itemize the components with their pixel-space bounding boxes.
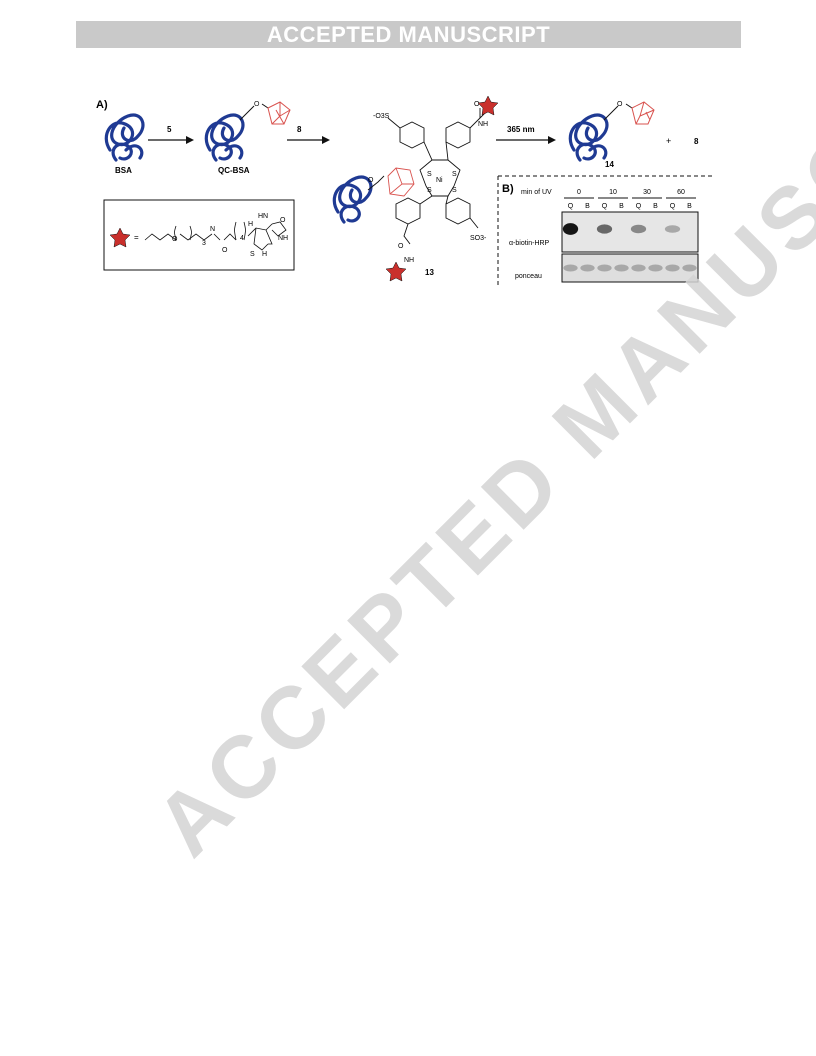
ponceau-band [682,264,697,272]
lane-label: B [687,203,692,210]
legend-o2: O [280,217,286,224]
lane-label: Q [670,203,676,210]
bsa-protein-icon [104,113,145,162]
so3-top-label: -O3S [373,113,390,120]
s-label-1: S [427,171,432,178]
plus-sign: + [666,136,671,146]
o-bottom-label: O [398,243,404,250]
legend-sub4: 4 [240,235,244,242]
arrowhead-2 [322,136,330,144]
ponceau-band [665,264,680,272]
ponceau-label: ponceau [515,273,542,280]
norbornadiene-icon [603,101,655,125]
legend-equals: = [134,233,139,242]
nh-top-label: NH [478,121,488,128]
min-of-uv-label: min of UV [521,189,552,196]
ni-label: Ni [436,177,443,184]
ponceau-bands [563,264,697,272]
panel-a-label: A) [96,99,108,111]
product14-oxygen: O [617,101,623,108]
lane-label: Q [568,203,574,210]
compound-13-structure [387,108,489,245]
lane-label: B [653,203,658,210]
biotin-star-top-icon [477,95,499,116]
ponceau-band [580,264,595,272]
legend-h2: H [262,251,267,258]
ponceau-band [648,264,663,272]
legend-h1: H [248,221,253,228]
compound13-oxygen: O [368,177,374,184]
lane-label: Q [636,203,642,210]
blot-bands [562,223,681,235]
o-top-label: O [474,101,480,108]
s-label-3: S [427,187,432,194]
legend-sub3: 3 [202,240,206,247]
legend-hn: HN [258,213,268,220]
ponceau-band [614,264,629,272]
ponceau-band [563,264,578,272]
legend-s: S [250,251,255,258]
bsa-label: BSA [115,166,132,175]
timepoint-label: 0 [577,189,581,196]
legend-n: N [210,226,215,233]
alpha-biotin-hrp-label: α-biotin-HRP [509,240,550,247]
qcbsa-protein-icon [204,113,245,162]
product-8-label: 8 [694,137,699,146]
lane-label: B [619,203,624,210]
arrowhead-1 [186,136,194,144]
ponceau-band [597,264,612,272]
ponceau-band [631,264,646,272]
linker-bond [367,175,385,191]
biotin-star-bottom-icon [385,261,407,282]
lane-label: Q [602,203,608,210]
star-icon [109,227,131,248]
oxygen-label: O [254,101,260,108]
nh-bottom-label: NH [404,257,414,264]
s-label-4: S [452,187,457,194]
blot-band [596,224,613,234]
western-blot-panel [561,211,699,253]
blot-band [630,224,647,234]
biotin-peg-linker-icon [144,221,287,251]
timepoint-label: 30 [643,189,651,196]
timepoint-label: 60 [677,189,685,196]
s-label-2: S [452,171,457,178]
legend-nh: NH [278,235,288,242]
arrow1-reagent: 5 [167,125,172,134]
legend-o: O [222,247,228,254]
qcbsa-label: QC-BSA [218,166,250,175]
arrow2-reagent: 8 [297,125,302,134]
lane-label: B [585,203,590,210]
biotin-legend-box [103,199,295,271]
compound-13-label: 13 [425,268,434,277]
product14-protein-icon [568,113,609,162]
blot-band [562,223,579,235]
blot-band [664,225,681,233]
arrow3-reagent: 365 nm [507,125,535,134]
timepoint-headers: 0 10 30 60 [564,189,696,199]
compound13-protein-icon [332,175,373,224]
panel-b-label: B) [502,183,514,195]
legend-oxygen: O [172,236,178,243]
timepoint-label: 10 [609,189,617,196]
so3-bottom-label: SO3- [470,235,487,242]
arrowhead-3 [548,136,556,144]
quadricyclane-icon: O [239,101,291,125]
accepted-manuscript-banner: ACCEPTED MANUSCRIPT [76,21,741,48]
compound-14-label: 14 [605,160,614,169]
